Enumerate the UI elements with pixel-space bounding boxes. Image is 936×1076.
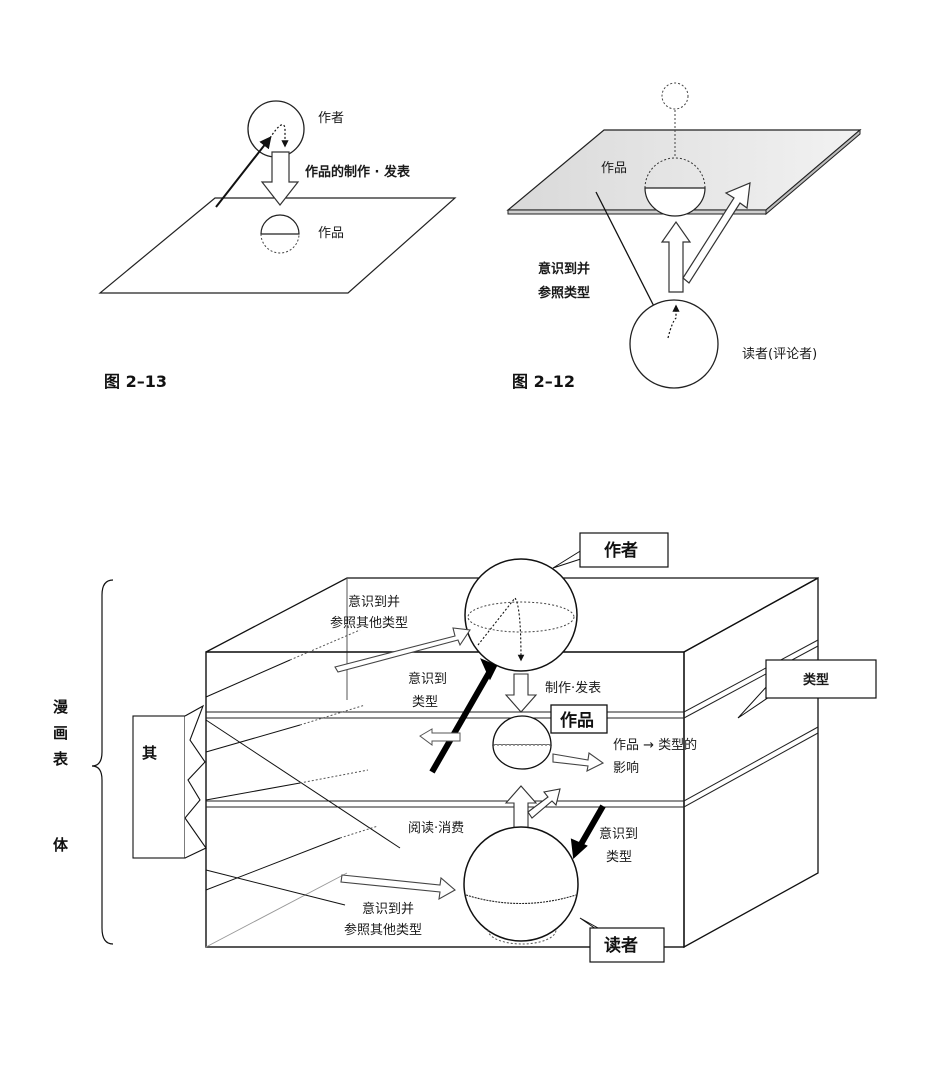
diag-2b bbox=[299, 704, 366, 726]
influence-hollow-arrow bbox=[682, 182, 751, 284]
diag-5b bbox=[339, 825, 379, 839]
work-left-arrow bbox=[419, 728, 461, 746]
layer-lower-edge bbox=[206, 732, 819, 808]
reader-sphere bbox=[463, 826, 579, 942]
reader-label: 读者(评论者) bbox=[742, 347, 817, 362]
aware-other-top-line1: 意识到并 bbox=[348, 594, 400, 610]
influence-line2: 影响 bbox=[613, 760, 639, 776]
reader-callout bbox=[589, 927, 665, 963]
work-sphere-bottom bbox=[492, 744, 552, 770]
influence-line1: 作品 → 类型的 bbox=[613, 737, 697, 753]
figure-caption: 图 2–13 bbox=[104, 372, 167, 391]
work-hemisphere-top bbox=[644, 157, 706, 189]
author-trajectory-arrow bbox=[215, 136, 272, 208]
work-hemisphere-dotted bbox=[260, 233, 300, 254]
work-callout bbox=[550, 704, 608, 734]
genre-callout-label: 类型 bbox=[803, 672, 829, 688]
diag-1b bbox=[289, 629, 361, 661]
author-sphere-equator bbox=[467, 601, 575, 633]
genre-callout bbox=[765, 659, 877, 699]
upward-hollow-arrow bbox=[660, 220, 692, 293]
influence-hollow-arrow bbox=[552, 752, 605, 772]
author-label: 作者 bbox=[318, 111, 344, 126]
diag-5 bbox=[205, 837, 341, 891]
aware-label-line2: 参照类型 bbox=[538, 285, 590, 301]
diag-6 bbox=[205, 869, 346, 906]
diag-4 bbox=[205, 782, 301, 801]
work-plane bbox=[98, 197, 457, 294]
side-label-char-0: 漫 bbox=[53, 698, 69, 716]
figure-genre-box: 作者 类型 意识到并 参照其他类型 意识到 类型 制作·发表 作品 作品 → 类… bbox=[53, 532, 877, 963]
figure-caption: 图 2–12 bbox=[512, 372, 575, 391]
aware-genre-top-line1: 意识到 bbox=[408, 671, 447, 687]
aware-other-top-arrow bbox=[334, 627, 471, 673]
aware-other-bottom-line2: 参照其他类型 bbox=[344, 922, 422, 938]
side-label-char-1: 画 bbox=[53, 724, 68, 742]
aware-label-line1: 意识到并 bbox=[538, 261, 590, 277]
diag-2 bbox=[205, 724, 301, 753]
production-label: 制作·发表 bbox=[545, 680, 601, 696]
aware-other-bottom-line1: 意识到并 bbox=[362, 901, 414, 917]
left-brace bbox=[91, 579, 114, 945]
production-hollow-arrow bbox=[260, 151, 300, 206]
box-front-face bbox=[205, 651, 685, 948]
aware-genre-bottom-line1: 意识到 bbox=[599, 826, 638, 842]
side-label-char-2: 表 bbox=[53, 750, 69, 768]
diag-3 bbox=[205, 719, 401, 849]
reading-branch-arrow bbox=[527, 788, 561, 819]
diag-4b bbox=[299, 769, 369, 784]
reader-sphere-equator-front bbox=[465, 894, 577, 904]
work-label: 作品 bbox=[318, 226, 344, 241]
author-callout bbox=[579, 532, 669, 568]
black-arrow-up bbox=[429, 669, 493, 774]
aware-genre-bottom-line2: 类型 bbox=[606, 850, 632, 865]
work-hemisphere bbox=[260, 214, 300, 235]
ghost-circle bbox=[661, 82, 689, 110]
author-sphere bbox=[464, 558, 578, 672]
aware-other-top-line2: 参照其他类型 bbox=[330, 615, 408, 631]
layer-lower-top bbox=[206, 726, 819, 802]
box-back-bottom-edge bbox=[205, 872, 348, 948]
production-hollow-arrow bbox=[504, 673, 538, 713]
black-arrow-down bbox=[577, 804, 606, 848]
left-jagged-arrows bbox=[184, 704, 207, 859]
layer-upper-top bbox=[206, 639, 819, 713]
diag-1 bbox=[205, 659, 291, 698]
author-sphere-dotted-arrow bbox=[477, 597, 525, 662]
reader-circle bbox=[629, 299, 719, 389]
author-callout-label: 作者 bbox=[604, 540, 638, 561]
box-right-face bbox=[683, 576, 819, 949]
left-box-char: 其 bbox=[142, 744, 157, 762]
work-plate-side bbox=[765, 128, 861, 216]
black-arrow-down-head bbox=[570, 838, 588, 860]
reader-callout-label: 读者 bbox=[604, 935, 638, 956]
reading-label: 阅读·消费 bbox=[408, 821, 464, 836]
work-hemisphere-bottom bbox=[644, 187, 706, 217]
layer-upper-edge bbox=[683, 645, 819, 719]
aware-other-bottom-arrow bbox=[340, 874, 456, 901]
production-label: 作品的制作 · 发表 bbox=[305, 164, 411, 180]
aware-genre-top-line2: 类型 bbox=[412, 695, 438, 710]
work-callout-label: 作品 bbox=[560, 710, 594, 731]
side-label-char-5: 体 bbox=[53, 836, 69, 854]
reader-dotted-arrow bbox=[667, 304, 680, 339]
work-sphere-top bbox=[492, 715, 552, 746]
figure-2-12: 作品 意识到并 参照类型 读者(评论者) 图 2–12 bbox=[506, 82, 862, 391]
work-label: 作品 bbox=[601, 161, 627, 176]
figure-2-13: 作者 作品的制作 · 发表 作品 图 2–13 bbox=[98, 100, 457, 391]
black-arrow-up-head bbox=[480, 658, 498, 681]
author-circle bbox=[247, 100, 305, 158]
author-dotted-arrow bbox=[269, 124, 289, 148]
left-partial-box bbox=[132, 715, 186, 859]
